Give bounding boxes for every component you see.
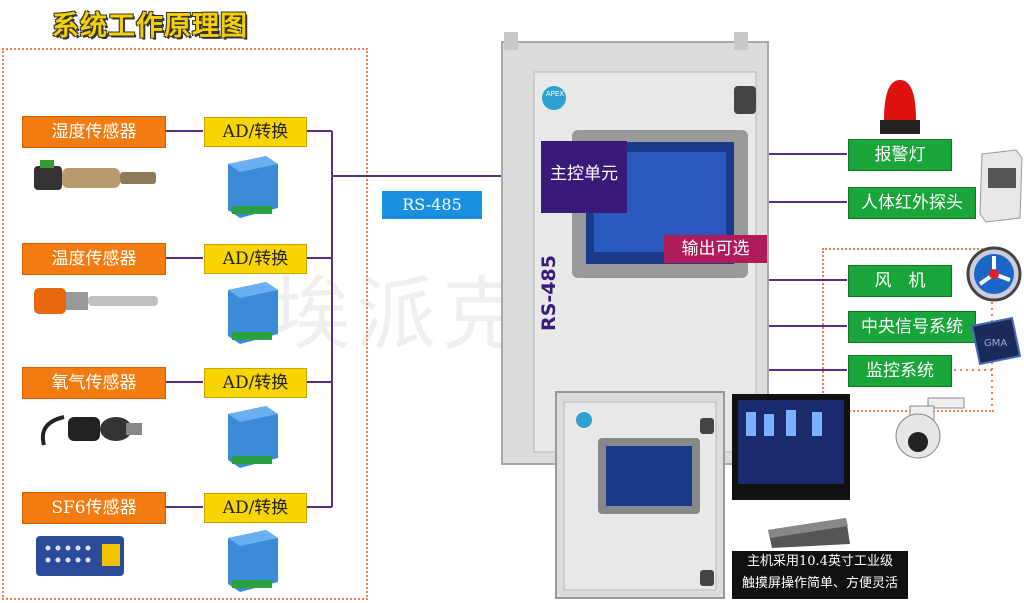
touchscreen-monitor-image xyxy=(732,394,850,500)
small-cabinet-image xyxy=(555,391,725,599)
sensor-label-humidity: 湿度传感器 xyxy=(22,116,166,148)
converter-module-image-1 xyxy=(228,156,278,218)
sf6-sensor-image xyxy=(36,536,124,576)
central-signal-system-image: GMA xyxy=(970,316,1022,366)
ad-converter-label-3: AD/转换 xyxy=(204,368,307,398)
ad-converter-label-2: AD/转换 xyxy=(204,244,307,274)
alarm-lamp-image xyxy=(880,80,920,134)
note-line-2: 触摸屏操作简单、方便灵活 xyxy=(741,576,898,591)
converter-module-image-3 xyxy=(228,406,278,468)
sensor-label-temperature: 温度传感器 xyxy=(22,243,166,275)
sensor-label-oxygen: 氧气传感器 xyxy=(22,367,166,399)
output-monitoring-system: 监控系统 xyxy=(848,355,952,387)
note-line-1: 主机采用10.4英寸工业级 xyxy=(747,554,893,569)
output-group-frame xyxy=(822,248,994,412)
touchscreen-note-box: 主机采用10.4英寸工业级 触摸屏操作简单、方便灵活 xyxy=(732,551,908,599)
main-control-unit: 主控单元 xyxy=(541,141,627,213)
cabinet-brand-logo: APEX xyxy=(545,90,565,98)
pir-detector-image xyxy=(979,149,1023,223)
output-pir-detector: 人体红外探头 xyxy=(848,187,976,219)
rs485-bus-label: RS-485 xyxy=(382,191,482,219)
converter-module-image-4 xyxy=(228,530,278,592)
output-alarm-lamp: 报警灯 xyxy=(848,139,952,171)
fan-image xyxy=(966,246,1022,302)
output-optional-label: 输出可选 xyxy=(664,235,767,263)
sensor-label-sf6: SF6传感器 xyxy=(22,492,166,524)
svg-text:GMA: GMA xyxy=(984,338,1007,349)
sensor-group-frame xyxy=(2,48,368,600)
cctv-camera-image xyxy=(895,397,965,459)
output-fan: 风 机 xyxy=(848,265,952,297)
output-central-signal-system: 中央信号系统 xyxy=(848,311,976,343)
converter-module-image-2 xyxy=(228,282,278,344)
oxygen-sensor-image xyxy=(41,415,142,446)
ad-converter-label-1: AD/转换 xyxy=(204,117,307,147)
vertical-rs485-label: RS-485 xyxy=(538,255,560,331)
diagram-title: 系统工作原理图 xyxy=(52,11,248,42)
ad-converter-label-4: AD/转换 xyxy=(204,493,307,523)
temperature-sensor-image xyxy=(34,288,158,314)
humidity-sensor-image xyxy=(34,160,156,190)
touchscreen-side-image xyxy=(768,518,850,548)
